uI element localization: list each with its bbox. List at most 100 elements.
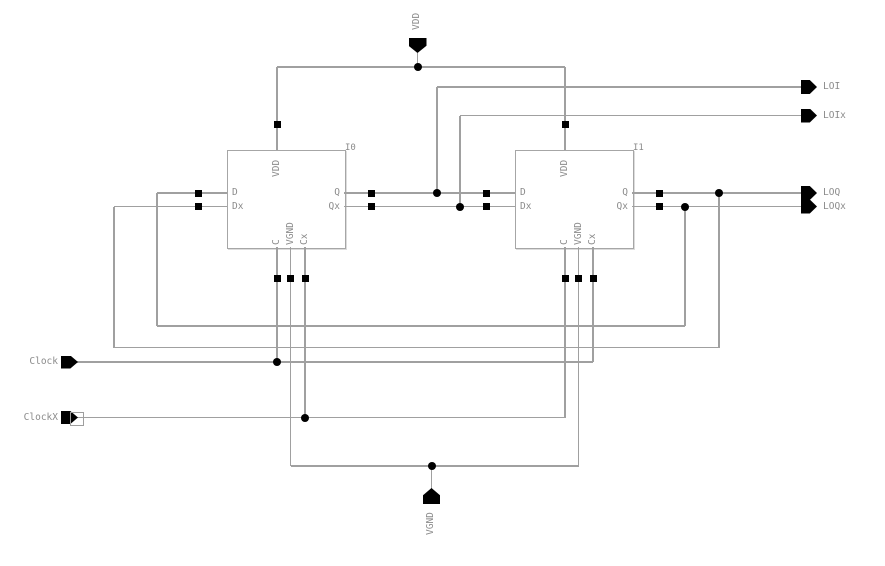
junction-dot [456, 202, 464, 211]
pin-label-VDD: VDD [271, 159, 282, 177]
wire-vdd[interactable] [416, 53, 419, 67]
wire-fb-qx1-d0[interactable] [157, 325, 685, 327]
pin-label-Dx: Dx [232, 200, 244, 212]
pin-square-Dx[interactable] [194, 203, 202, 210]
wire-fb-q1-dx0[interactable] [718, 193, 720, 348]
wire-vdd[interactable] [276, 67, 278, 124]
wire-qx0-dx1[interactable] [371, 205, 486, 208]
wire-clockx[interactable] [76, 416, 565, 419]
wire-loq[interactable] [659, 192, 804, 194]
pin-stub-Dx[interactable] [486, 205, 515, 208]
wire-clock[interactable] [276, 278, 278, 362]
pin-square-VGND[interactable] [287, 274, 294, 282]
wire-fb-qx1-d0[interactable] [157, 192, 198, 194]
instance-label: I1 [633, 143, 644, 153]
power-symbol-vdd-icon[interactable] [408, 38, 427, 53]
pin-stub-C[interactable] [276, 247, 278, 278]
pin-square-D[interactable] [482, 189, 490, 197]
pin-stub-Cx[interactable] [592, 247, 594, 278]
wire-loqx[interactable] [659, 205, 804, 208]
pin-stub-D[interactable] [486, 192, 515, 194]
junction-dot [433, 189, 441, 197]
wire-clock[interactable] [592, 278, 594, 362]
pin-square-Qx[interactable] [655, 203, 663, 210]
junction-dot [715, 189, 723, 197]
wire-vgnd[interactable] [430, 466, 433, 489]
port-label-clock: Clock [29, 356, 58, 367]
pin-stub-D[interactable] [198, 192, 227, 194]
wire-loix[interactable] [460, 114, 804, 117]
port-label-loix: LOIx [823, 109, 846, 121]
pin-square-VDD[interactable] [273, 120, 281, 128]
pin-square-Qx[interactable] [367, 203, 375, 210]
port-arrow-clockx-icon[interactable] [61, 411, 78, 424]
pin-stub-Q[interactable] [344, 192, 371, 194]
wire-fb-qx1-d0[interactable] [156, 193, 158, 326]
port-label-loqx: LOQx [823, 200, 846, 212]
power-symbol-vgnd-icon[interactable] [423, 488, 440, 504]
pin-square-D[interactable] [194, 189, 202, 197]
pin-stub-VDD[interactable] [276, 124, 278, 150]
pin-label-Qx: Qx [616, 200, 628, 212]
port-label-loi: LOI [823, 81, 841, 92]
pin-stub-Dx[interactable] [198, 205, 227, 208]
port-arrow-clock-icon[interactable] [61, 355, 78, 369]
junction-dot [301, 413, 309, 422]
wire-fb-qx1-d0[interactable] [684, 206, 686, 326]
wire-fb-q1-dx0[interactable] [113, 206, 115, 348]
port-label-loq: LOQ [823, 187, 841, 198]
pin-square-VDD[interactable] [561, 120, 569, 128]
pin-label-VGND: VGND [572, 222, 584, 245]
junction-dot [273, 358, 281, 366]
pin-square-C[interactable] [273, 274, 281, 282]
junction-dot [413, 63, 422, 71]
wire-loi[interactable] [436, 87, 438, 193]
pin-label-Q: Q [334, 187, 340, 198]
port-arrow-loix-icon[interactable] [801, 108, 817, 123]
pin-label-VDD: VDD [559, 159, 570, 177]
junction-dot [681, 202, 689, 211]
wire-clock[interactable] [76, 361, 593, 363]
pin-stub-C[interactable] [564, 247, 566, 278]
wire-clockx[interactable] [304, 278, 306, 418]
wire-fb-q1-dx0[interactable] [114, 205, 198, 208]
wire-loix[interactable] [459, 115, 461, 207]
pin-label-D: D [520, 187, 526, 198]
pin-square-VGND[interactable] [575, 274, 582, 282]
pin-square-Cx[interactable] [301, 274, 309, 282]
port-arrow-loqx-icon[interactable] [801, 199, 817, 214]
wire-vdd[interactable] [564, 67, 566, 124]
wire-vgnd[interactable] [289, 278, 292, 466]
port-arrow-loq-icon[interactable] [801, 186, 817, 200]
pin-stub-Cx[interactable] [304, 247, 306, 278]
pin-label-Cx: Cx [587, 233, 598, 245]
pin-stub-Qx[interactable] [632, 205, 659, 208]
instance-I1[interactable] [515, 150, 634, 249]
pin-label-Dx: Dx [520, 200, 532, 212]
pin-stub-Q[interactable] [632, 192, 659, 194]
pin-label-D: D [232, 187, 238, 198]
pin-square-Cx[interactable] [589, 274, 597, 282]
pin-square-C[interactable] [561, 274, 569, 282]
instance-I0[interactable] [227, 150, 346, 249]
pin-label-Q: Q [622, 187, 628, 198]
pin-stub-VDD[interactable] [564, 124, 566, 150]
wire-vgnd[interactable] [577, 278, 580, 466]
junction-dot [427, 462, 436, 470]
pin-square-Dx[interactable] [482, 203, 490, 210]
port-square-clockx [70, 411, 84, 426]
pin-stub-VGND[interactable] [289, 247, 292, 278]
pin-stub-Qx[interactable] [344, 205, 371, 208]
wire-clockx[interactable] [564, 278, 566, 418]
pin-square-Q[interactable] [655, 189, 663, 197]
power-label-vdd: VDD [411, 12, 422, 30]
wire-loi[interactable] [437, 86, 804, 88]
pin-label-Cx: Cx [299, 233, 310, 245]
wire-fb-q1-dx0[interactable] [114, 346, 719, 349]
pin-stub-VGND[interactable] [577, 247, 580, 278]
pin-square-Q[interactable] [367, 189, 375, 197]
port-arrow-loi-icon[interactable] [801, 80, 817, 94]
wire-q0-d1[interactable] [371, 192, 486, 194]
pin-label-VGND: VGND [284, 222, 296, 245]
